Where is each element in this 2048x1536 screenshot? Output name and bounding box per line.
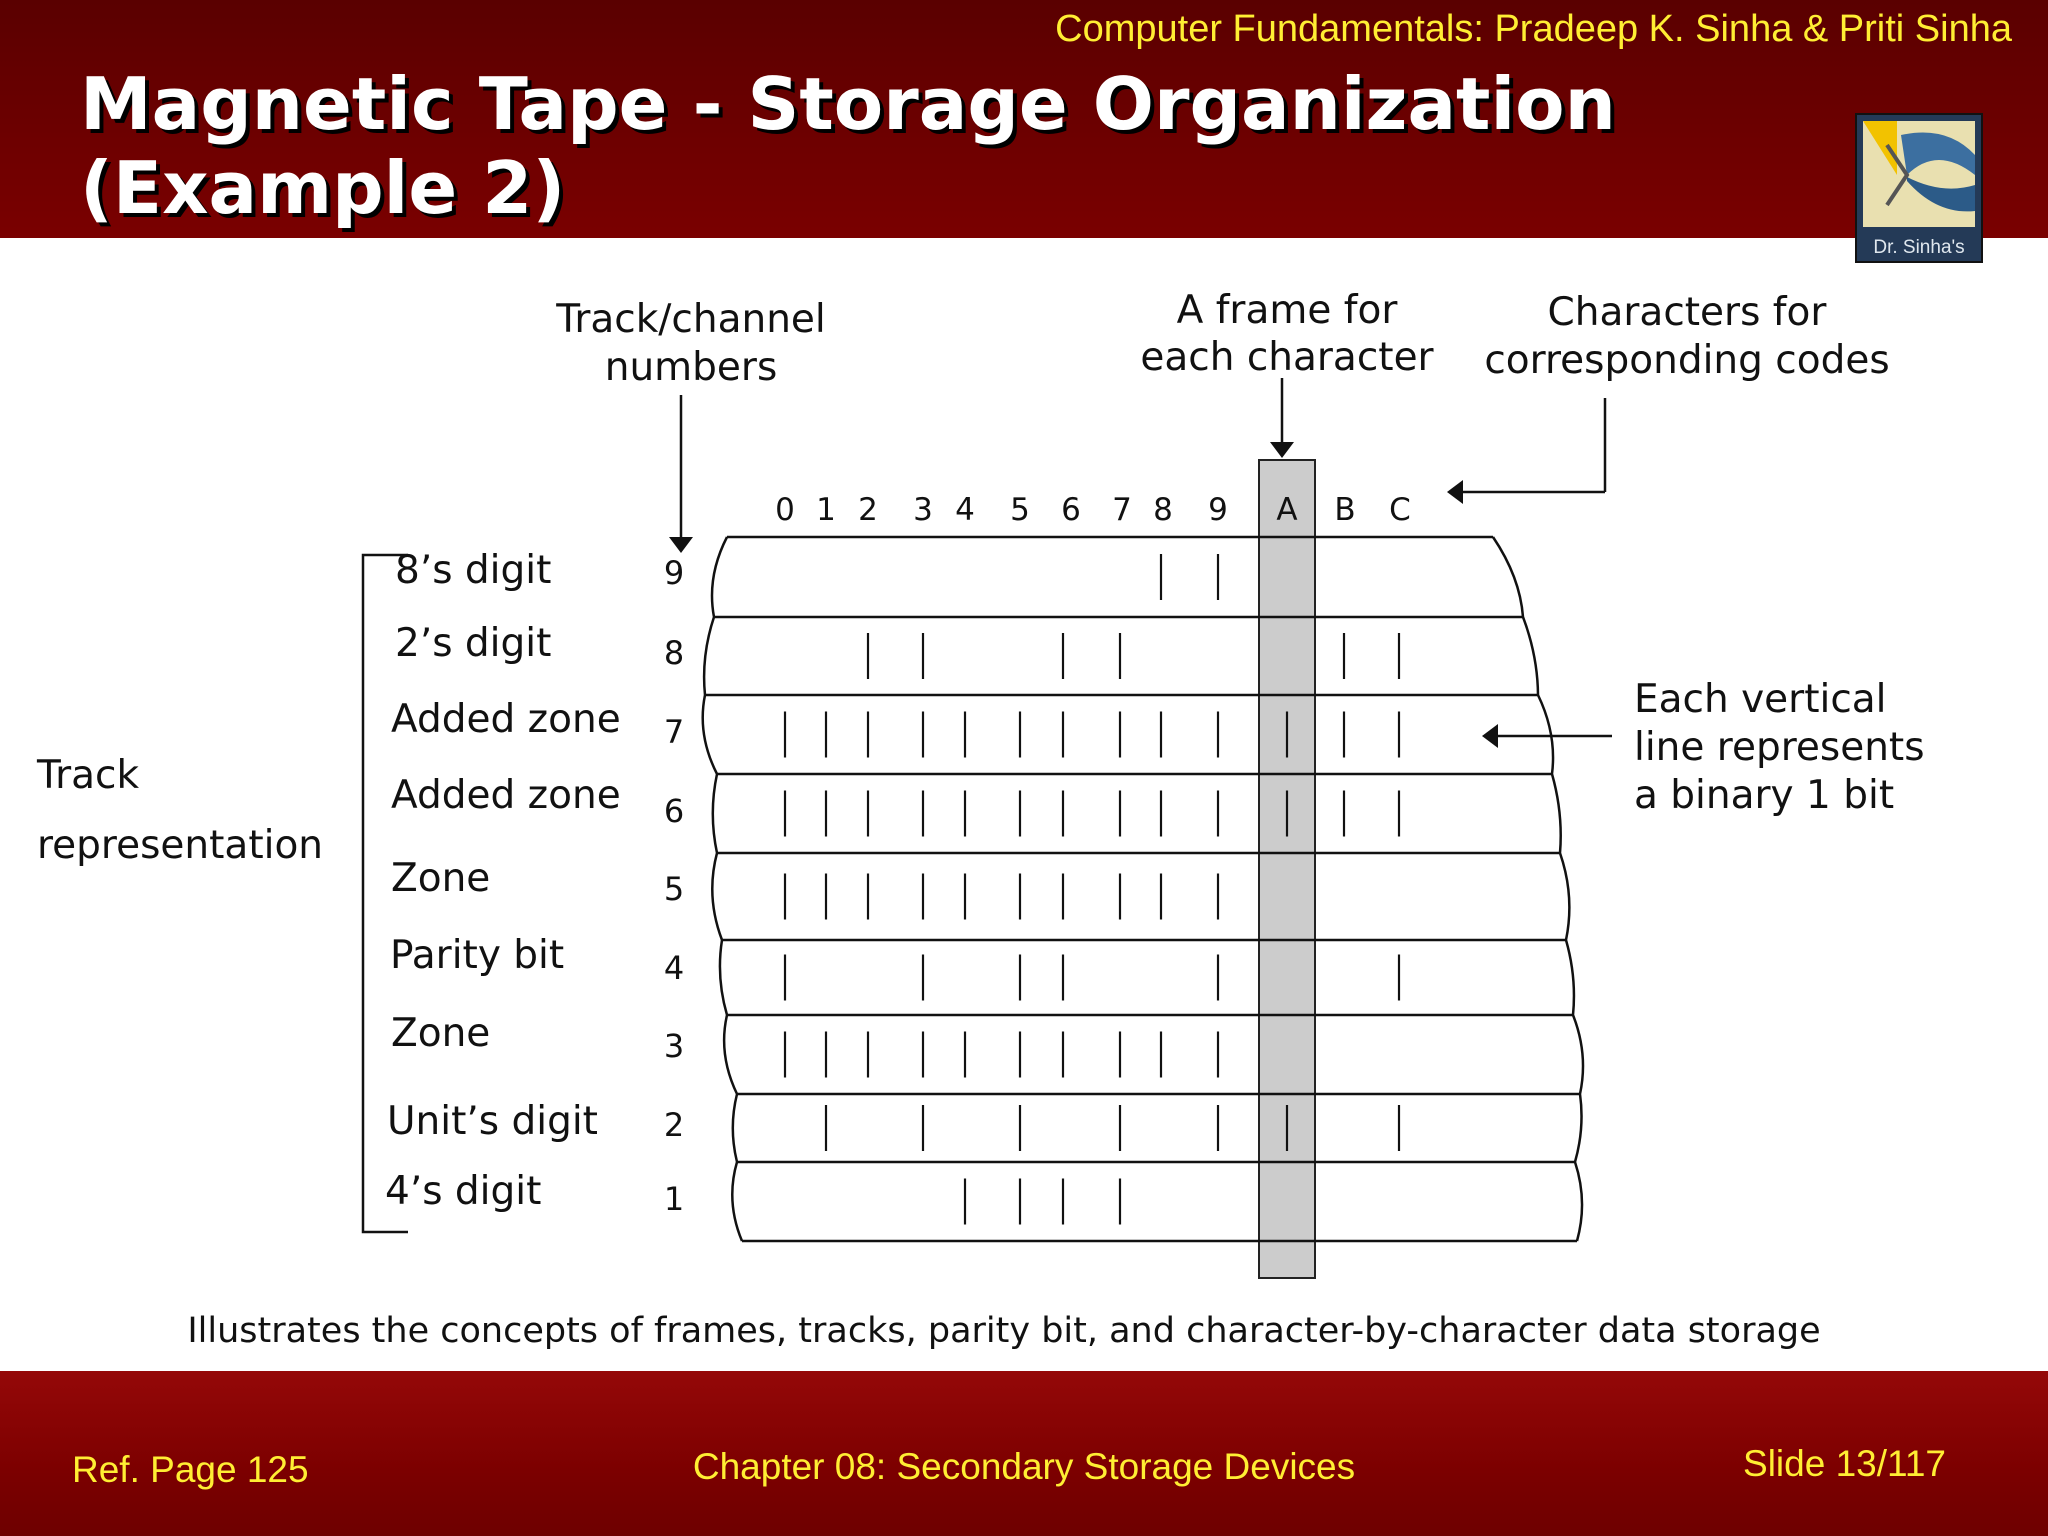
track-label: Unit’s digit bbox=[387, 1099, 598, 1144]
arrow-characters-head bbox=[1447, 480, 1463, 504]
frame-highlight bbox=[1258, 459, 1316, 1279]
callout-frame: A frame for bbox=[1177, 288, 1399, 333]
track-label: 8’s digit bbox=[395, 548, 551, 593]
logo-label: Dr. Sinha's bbox=[1873, 237, 1965, 258]
track-number: 5 bbox=[664, 870, 684, 908]
track-label: Zone bbox=[391, 1011, 490, 1056]
character-label: 7 bbox=[1112, 492, 1132, 528]
track-label: Parity bit bbox=[390, 933, 564, 978]
character-label: 6 bbox=[1061, 492, 1081, 528]
character-label: 2 bbox=[858, 492, 878, 528]
slide-title: Magnetic Tape - Storage Organization (Ex… bbox=[80, 62, 1616, 230]
callout-bit: a binary 1 bit bbox=[1634, 773, 1894, 818]
tape-left-edge bbox=[701, 536, 744, 1242]
tape-right-edge bbox=[1491, 536, 1585, 1242]
callout-bit: Each vertical bbox=[1634, 677, 1887, 722]
character-label: 3 bbox=[913, 492, 933, 528]
callout-characters: Characters for bbox=[1548, 290, 1828, 335]
track-number: 7 bbox=[664, 713, 684, 751]
arrow-track-numbers-head bbox=[669, 537, 693, 553]
callout-bit: line represents bbox=[1634, 725, 1925, 770]
track-number: 6 bbox=[664, 792, 684, 830]
character-label: 8 bbox=[1153, 492, 1173, 528]
track-label: 4’s digit bbox=[385, 1169, 541, 1214]
book-credit: Computer Fundamentals: Pradeep K. Sinha … bbox=[1055, 8, 2012, 50]
track-label: Added zone bbox=[391, 697, 621, 742]
diagram-caption: Illustrates the concepts of frames, trac… bbox=[187, 1311, 1820, 1351]
track-number: 4 bbox=[664, 949, 684, 987]
slide-header: Computer Fundamentals: Pradeep K. Sinha … bbox=[0, 0, 2048, 263]
logo-emblem-icon bbox=[1863, 121, 1975, 227]
track-bracket bbox=[361, 553, 408, 1234]
callout-frame: each character bbox=[1140, 335, 1434, 380]
character-label: C bbox=[1389, 492, 1411, 528]
character-label: 9 bbox=[1208, 492, 1228, 528]
character-label: 4 bbox=[955, 492, 975, 528]
character-label: 5 bbox=[1010, 492, 1030, 528]
reference-page: Ref. Page 125 bbox=[72, 1449, 309, 1490]
character-label: 0 bbox=[775, 492, 795, 528]
track-number: 3 bbox=[664, 1027, 684, 1065]
slide-title-line-2: (Example 2) bbox=[80, 146, 566, 230]
track-label: Zone bbox=[391, 856, 490, 901]
track-number: 1 bbox=[664, 1180, 684, 1218]
callout-track-numbers: numbers bbox=[605, 345, 778, 390]
track-number: 8 bbox=[664, 634, 684, 672]
slide-number: Slide 13/117 bbox=[1743, 1443, 1946, 1484]
character-label: B bbox=[1334, 492, 1355, 528]
callout-track-numbers: Track/channel bbox=[555, 297, 826, 342]
track-number: 2 bbox=[664, 1106, 684, 1144]
track-representation-label: representation bbox=[37, 823, 323, 868]
slide-title-line-1: Magnetic Tape - Storage Organization bbox=[80, 62, 1616, 146]
character-label: A bbox=[1276, 492, 1297, 528]
track-label: 2’s digit bbox=[395, 621, 551, 666]
slide-footer: Ref. Page 125 Chapter 08: Secondary Stor… bbox=[0, 1371, 2048, 1536]
track-representation-label: Track bbox=[36, 753, 139, 798]
track-number: 9 bbox=[664, 554, 684, 592]
arrow-bit-head bbox=[1482, 724, 1498, 748]
callout-characters: corresponding codes bbox=[1484, 338, 1889, 383]
track-label: Added zone bbox=[391, 773, 621, 818]
author-logo: Dr. Sinha's bbox=[1855, 113, 1983, 263]
chapter-title: Chapter 08: Secondary Storage Devices bbox=[692, 1446, 1356, 1487]
character-label: 1 bbox=[816, 492, 836, 528]
arrow-frame-head bbox=[1270, 442, 1294, 458]
